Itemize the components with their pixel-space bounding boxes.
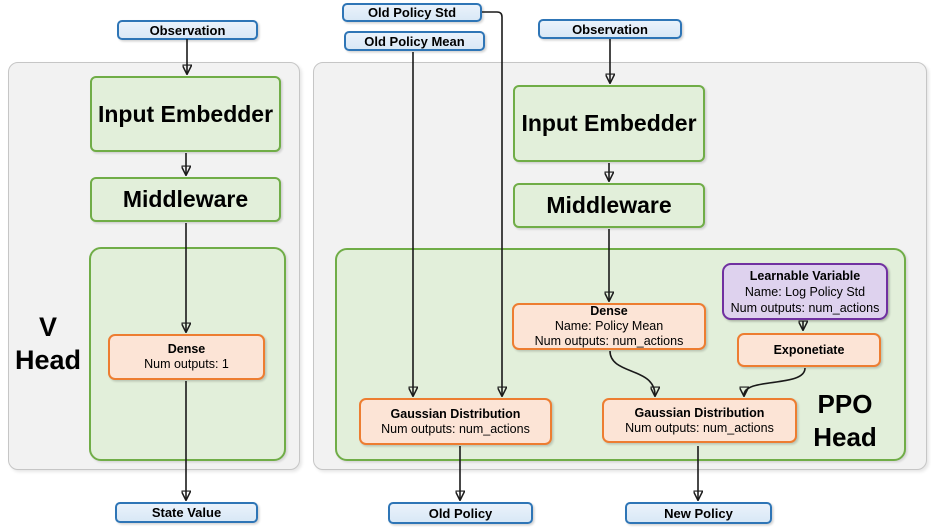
dense-node-ppo-outputs: Num outputs: num_actions xyxy=(534,334,684,348)
old-policy-mean-node: Old Policy Mean xyxy=(344,31,485,51)
old-policy-std-node: Old Policy Std xyxy=(342,3,482,22)
observation-node-ppo-label: Observation xyxy=(572,21,648,37)
observation-node-v: Observation xyxy=(117,20,258,40)
dense-node-ppo: Dense Name: Policy Mean Num outputs: num… xyxy=(512,303,706,350)
observation-node-v-label: Observation xyxy=(149,22,226,38)
learnable-variable-node: Learnable Variable Name: Log Policy Std … xyxy=(722,263,888,320)
learnable-variable-node-title: Learnable Variable xyxy=(749,268,861,283)
old-policy-node-label: Old Policy xyxy=(428,505,493,521)
input-embedder-node-ppo-label: Input Embedder xyxy=(521,110,697,136)
old-policy-node: Old Policy xyxy=(388,502,533,524)
gaussian-distribution-new-outputs: Num outputs: num_actions xyxy=(625,420,774,435)
observation-node-ppo: Observation xyxy=(538,19,682,39)
ppo-head-label-line2: Head xyxy=(813,422,877,452)
dense-node-v-title: Dense xyxy=(167,342,206,356)
dense-node-ppo-name: Name: Policy Mean xyxy=(554,319,664,333)
state-value-node: State Value xyxy=(115,502,258,523)
exponetiate-node: Exponetiate xyxy=(737,333,881,367)
new-policy-node-label: New Policy xyxy=(664,505,733,521)
gaussian-distribution-new-title: Gaussian Distribution xyxy=(634,405,765,420)
dense-node-v: Dense Num outputs: 1 xyxy=(108,334,265,380)
gaussian-distribution-old-node: Gaussian Distribution Num outputs: num_a… xyxy=(359,398,552,445)
v-head-label-line2: Head xyxy=(14,345,82,375)
gaussian-distribution-old-outputs: Num outputs: num_actions xyxy=(381,421,530,436)
input-embedder-node-v: Input Embedder xyxy=(90,76,281,152)
middleware-node-ppo: Middleware xyxy=(513,183,705,228)
gaussian-distribution-new-node: Gaussian Distribution Num outputs: num_a… xyxy=(602,398,797,443)
learnable-variable-node-name: Name: Log Policy Std xyxy=(744,284,866,299)
dense-node-ppo-title: Dense xyxy=(590,304,628,318)
old-policy-mean-node-label: Old Policy Mean xyxy=(364,33,465,49)
dense-node-v-detail: Num outputs: 1 xyxy=(144,357,229,371)
middleware-node-v: Middleware xyxy=(90,177,281,222)
gaussian-distribution-old-title: Gaussian Distribution xyxy=(390,406,521,421)
new-policy-node: New Policy xyxy=(625,502,772,524)
ppo-head-label-line1: PPO xyxy=(817,389,873,419)
exponetiate-node-label: Exponetiate xyxy=(773,342,845,357)
middleware-node-ppo-label: Middleware xyxy=(546,192,672,218)
old-policy-std-node-label: Old Policy Std xyxy=(367,5,457,20)
state-value-node-label: State Value xyxy=(151,505,222,520)
ppo-head-label: PPO Head xyxy=(800,388,890,454)
v-head-label: V Head xyxy=(8,311,88,377)
input-embedder-node-ppo: Input Embedder xyxy=(513,85,705,162)
v-head-label-line1: V xyxy=(38,312,57,342)
middleware-node-v-label: Middleware xyxy=(122,186,249,212)
input-embedder-node-v-label: Input Embedder xyxy=(97,100,274,127)
learnable-variable-node-outputs: Num outputs: num_actions xyxy=(730,300,880,315)
